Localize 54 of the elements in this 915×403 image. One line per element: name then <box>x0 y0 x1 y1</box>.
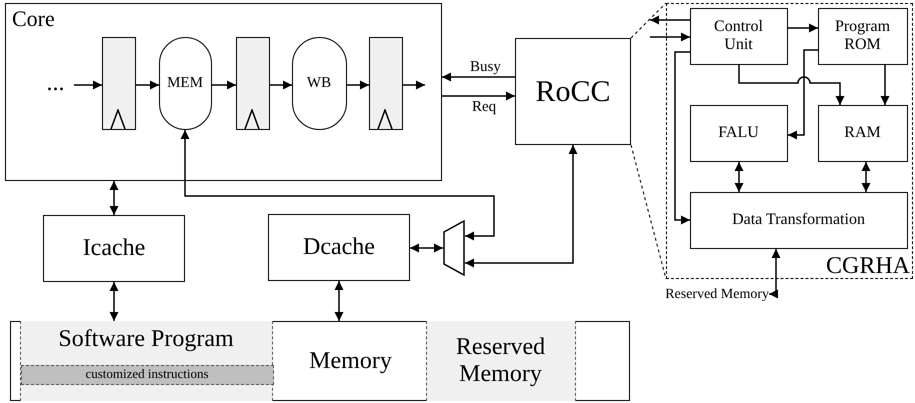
memory-region <box>20 320 272 400</box>
alu-box: FALU <box>690 104 788 162</box>
arrow <box>862 162 870 192</box>
arrow <box>880 65 890 105</box>
arrow <box>442 72 515 82</box>
arrow <box>180 130 495 240</box>
dashed-line <box>630 144 666 280</box>
arrow <box>110 181 118 215</box>
rocc-box: RoCC <box>515 38 631 145</box>
icache-box: Icache <box>43 215 185 282</box>
dcache-box: Dcache <box>268 214 410 281</box>
rom-box: Program ROM <box>818 8 908 64</box>
multiplexer <box>443 220 465 276</box>
accelerator-frame <box>666 3 913 279</box>
arrow <box>788 49 818 140</box>
arrow <box>110 282 118 321</box>
arrow <box>734 162 744 192</box>
arrow <box>270 80 292 90</box>
transformation-box: Data Transformation <box>690 192 908 248</box>
core-box <box>5 3 442 181</box>
arrow <box>788 24 818 32</box>
instruction-strip: customized instructions <box>20 364 274 384</box>
arrow <box>769 249 780 298</box>
control-unit-box: Control Unit <box>690 8 788 64</box>
memory-region: Reserved Memory <box>426 320 576 400</box>
stage-capsule: MEM <box>158 36 212 130</box>
edge-label: Req <box>470 100 498 115</box>
group-title: Memory <box>308 349 393 373</box>
arrow <box>674 51 690 224</box>
arrow <box>74 80 102 90</box>
arrow <box>442 92 515 100</box>
arrow <box>136 80 159 90</box>
dashed-line <box>630 2 666 38</box>
arrow <box>738 65 844 105</box>
pipeline-register <box>368 36 402 130</box>
ellipsis-text: ... <box>38 72 74 96</box>
edge-label: Busy <box>468 60 503 75</box>
pipeline-register <box>102 36 136 130</box>
group-title: Core <box>12 8 55 30</box>
group-title: CGRHA <box>826 254 910 278</box>
arrow <box>650 32 690 42</box>
pipeline-register <box>236 36 270 130</box>
memory-bar <box>10 321 630 401</box>
stage-capsule: WB <box>292 36 346 130</box>
arrow <box>403 80 425 90</box>
arrow <box>347 80 369 90</box>
group-title: Software Program <box>57 326 235 350</box>
memory-text: Reserved Memory <box>600 286 769 304</box>
ram-box: RAM <box>818 104 908 162</box>
arrow <box>212 80 236 90</box>
arrow <box>650 16 690 24</box>
arrow <box>334 281 344 321</box>
arrow <box>465 145 578 268</box>
arrow <box>410 244 443 252</box>
